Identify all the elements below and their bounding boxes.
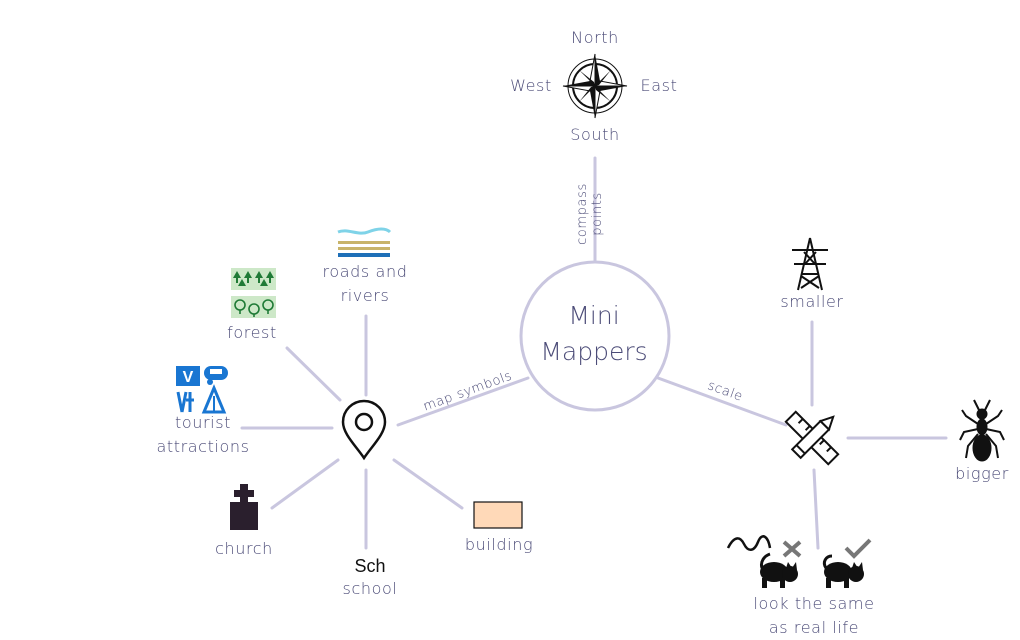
label-bigger: bigger <box>955 464 1009 483</box>
compass-rose-icon <box>562 53 628 119</box>
center-circle <box>519 260 671 412</box>
cat-correct-icon <box>822 538 872 588</box>
compass-north: North <box>571 28 619 47</box>
label-smaller: smaller <box>780 292 844 311</box>
label-church: church <box>215 539 273 558</box>
label-roads-rivers: roads and rivers <box>310 260 420 308</box>
center-title: Mini Mappers <box>519 298 669 370</box>
roads-rivers-icon <box>337 227 392 257</box>
label-same: look the same as real life <box>744 592 884 640</box>
label-tourist-line1: tourist <box>174 413 232 432</box>
compass-west: West <box>510 76 552 95</box>
label-forest: forest <box>227 323 277 342</box>
connector-map-symbols <box>396 376 530 427</box>
center-title-line1: Mini <box>568 301 620 330</box>
church-icon <box>230 484 258 530</box>
svg-text:V: V <box>183 369 194 386</box>
connector-church <box>270 458 340 510</box>
building-icon <box>473 501 523 529</box>
branch-compass-points-line1: compass <box>575 183 590 245</box>
label-same-line1: look the same <box>753 594 875 613</box>
school-abbrev: Sch <box>354 556 386 576</box>
label-tourist-line2: attractions <box>156 437 250 456</box>
connector-forest <box>285 346 342 402</box>
label-roads-rivers-line1: roads and <box>322 262 408 281</box>
label-same-line2: as real life <box>768 618 860 637</box>
connector-building <box>392 458 464 510</box>
label-roads-rivers-line2: rivers <box>340 286 390 305</box>
label-school: school <box>342 579 398 598</box>
compass-south: South <box>570 125 620 144</box>
ruler-pencil-icon <box>784 410 840 466</box>
center-title-line2: Mappers <box>540 337 648 366</box>
ant-icon <box>959 399 1005 462</box>
pylon-icon <box>792 237 828 291</box>
forest-icon <box>231 268 276 318</box>
connector-same <box>812 468 820 550</box>
branch-compass-points-line2: points <box>590 192 605 236</box>
map-pin-icon <box>341 399 387 461</box>
tourist-icon: V <box>176 366 228 414</box>
connector-scale <box>656 376 788 427</box>
cat-wrong-icon <box>726 535 802 588</box>
label-building: building <box>464 535 534 554</box>
compass-east: East <box>640 76 678 95</box>
label-tourist: tourist attractions <box>148 411 258 459</box>
branch-compass-points: compass points <box>575 174 607 254</box>
cat-icons <box>726 535 872 588</box>
